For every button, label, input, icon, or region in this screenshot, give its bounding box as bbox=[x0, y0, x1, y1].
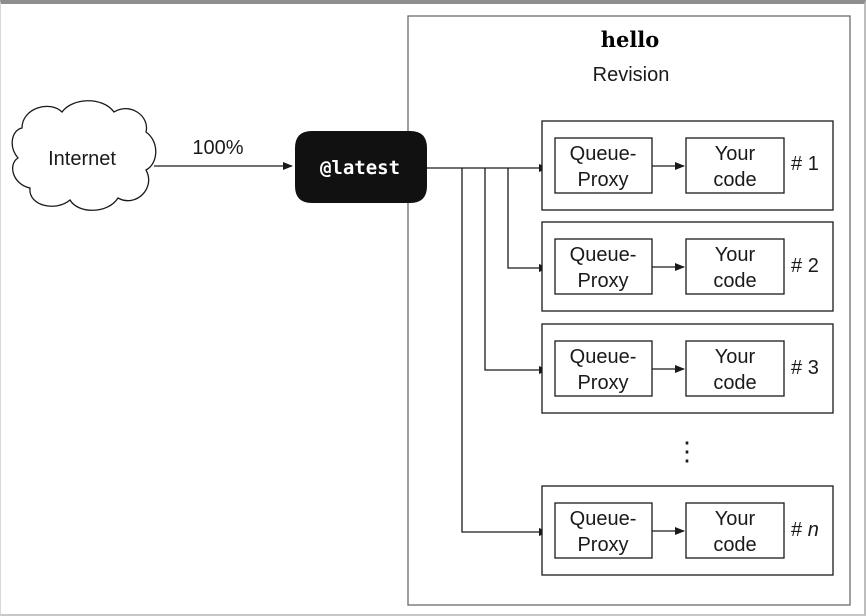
route-to-replica-2-wire bbox=[507, 168, 549, 272]
your-code-label-line2: code bbox=[713, 270, 756, 292]
queue-proxy-label-line1: Queue- bbox=[570, 143, 637, 165]
replica-number: # n bbox=[791, 519, 819, 541]
replica-3: Queue- Proxy Your code # 3 bbox=[541, 323, 834, 414]
replica-1: Queue- Proxy Your code # 1 bbox=[541, 120, 834, 211]
your-code-label-line1: Your bbox=[715, 143, 756, 165]
traffic-percent-label: 100% bbox=[192, 137, 243, 159]
queue-proxy-label-line2: Proxy bbox=[577, 169, 628, 191]
replica-n: Queue- Proxy Your code # n bbox=[541, 485, 834, 576]
queue-proxy-label-line2: Proxy bbox=[577, 372, 628, 394]
your-code-label-line1: Your bbox=[715, 244, 756, 266]
your-code-label-line1: Your bbox=[715, 346, 756, 368]
your-code-label-line2: code bbox=[713, 169, 756, 191]
revision-label: Revision bbox=[593, 64, 670, 86]
more-replicas-ellipsis: ⋮ bbox=[674, 436, 700, 466]
replica-number: # 1 bbox=[791, 153, 819, 175]
replica-number: # 3 bbox=[791, 357, 819, 379]
your-code-box bbox=[685, 502, 785, 559]
queue-proxy-label-line2: Proxy bbox=[577, 534, 628, 556]
replica-number: # 2 bbox=[791, 255, 819, 277]
your-code-box bbox=[685, 340, 785, 397]
route-to-replica-3-wire bbox=[484, 168, 549, 374]
queue-proxy-label-line1: Queue- bbox=[570, 346, 637, 368]
route-label: @latest bbox=[320, 157, 400, 179]
queue-proxy-label-line1: Queue- bbox=[570, 508, 637, 530]
route-pill bbox=[295, 131, 427, 203]
internet-label: Internet bbox=[48, 148, 116, 170]
queue-proxy-label-line1: Queue- bbox=[570, 244, 637, 266]
queue-proxy-label-line2: Proxy bbox=[577, 270, 628, 292]
revision-name: hello bbox=[601, 27, 660, 52]
queue-proxy-box bbox=[554, 340, 653, 397]
your-code-label-line1: Your bbox=[715, 508, 756, 530]
your-code-label-line2: code bbox=[713, 534, 756, 556]
your-code-box bbox=[685, 137, 785, 194]
queue-proxy-box bbox=[554, 238, 653, 295]
internet-cloud-shape bbox=[11, 100, 157, 211]
your-code-box bbox=[685, 238, 785, 295]
replica-2: Queue- Proxy Your code # 2 bbox=[541, 221, 834, 312]
your-code-label-line2: code bbox=[713, 372, 756, 394]
route-to-replica-n-wire bbox=[461, 168, 549, 536]
